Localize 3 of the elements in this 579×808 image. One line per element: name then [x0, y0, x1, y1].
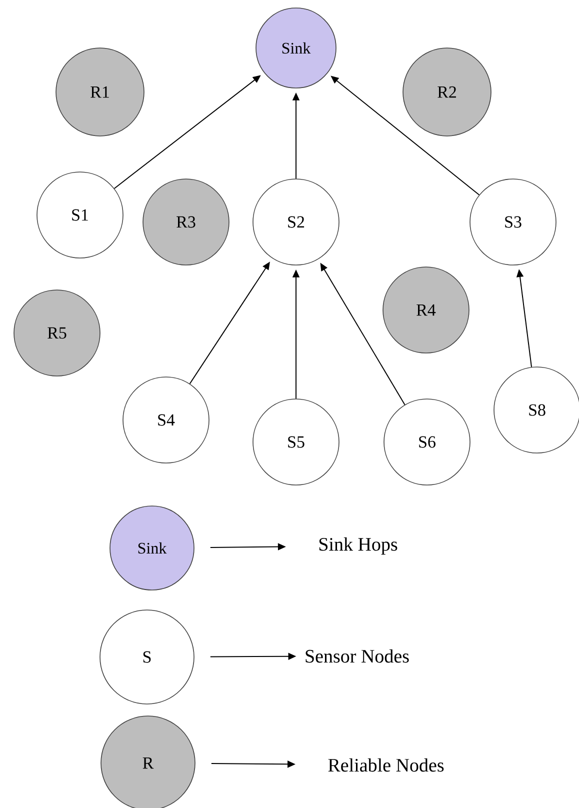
legend-label: Sink Hops	[319, 537, 398, 555]
legend-label: Sensor Nodes	[306, 649, 409, 663]
legend-label: Reliable Nodes	[328, 758, 444, 772]
